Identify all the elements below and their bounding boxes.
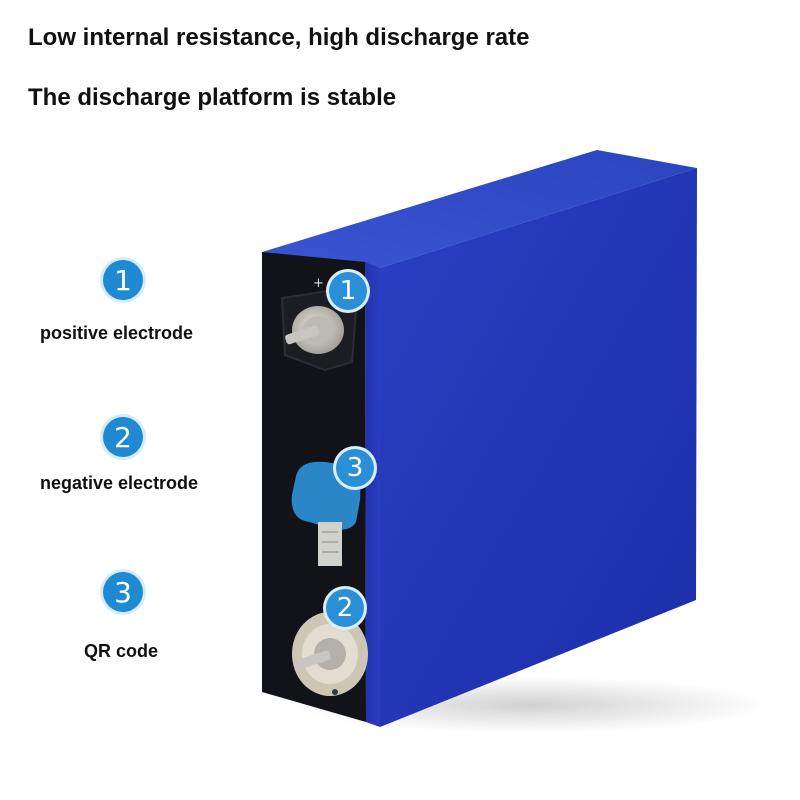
legend-badge-1: 1 [103,260,143,300]
legend-label-qr-code: QR code [84,641,159,661]
callout-badge-2: 2 [326,589,364,627]
battery-top-face [262,150,697,268]
callout-badge-3: 3 [336,449,374,487]
legend-label-positive-electrode: positive electrode [40,323,194,343]
positive-mark: + [313,276,324,291]
headline-resistance: Low internal resistance, high discharge … [28,24,530,51]
battery-side-strip [365,262,380,727]
negative-terminal [292,612,368,696]
legend-label-negative-electrode: negative electrode [40,473,199,493]
headline-discharge-platform: The discharge platform is stable [28,84,397,111]
legend-badge-3: 3 [103,572,143,612]
vent-dot [332,689,338,695]
positive-terminal [280,288,358,372]
legend-badge-2: 2 [103,417,143,457]
callout-badge-1: 1 [329,272,367,310]
battery-front-face [380,168,697,727]
